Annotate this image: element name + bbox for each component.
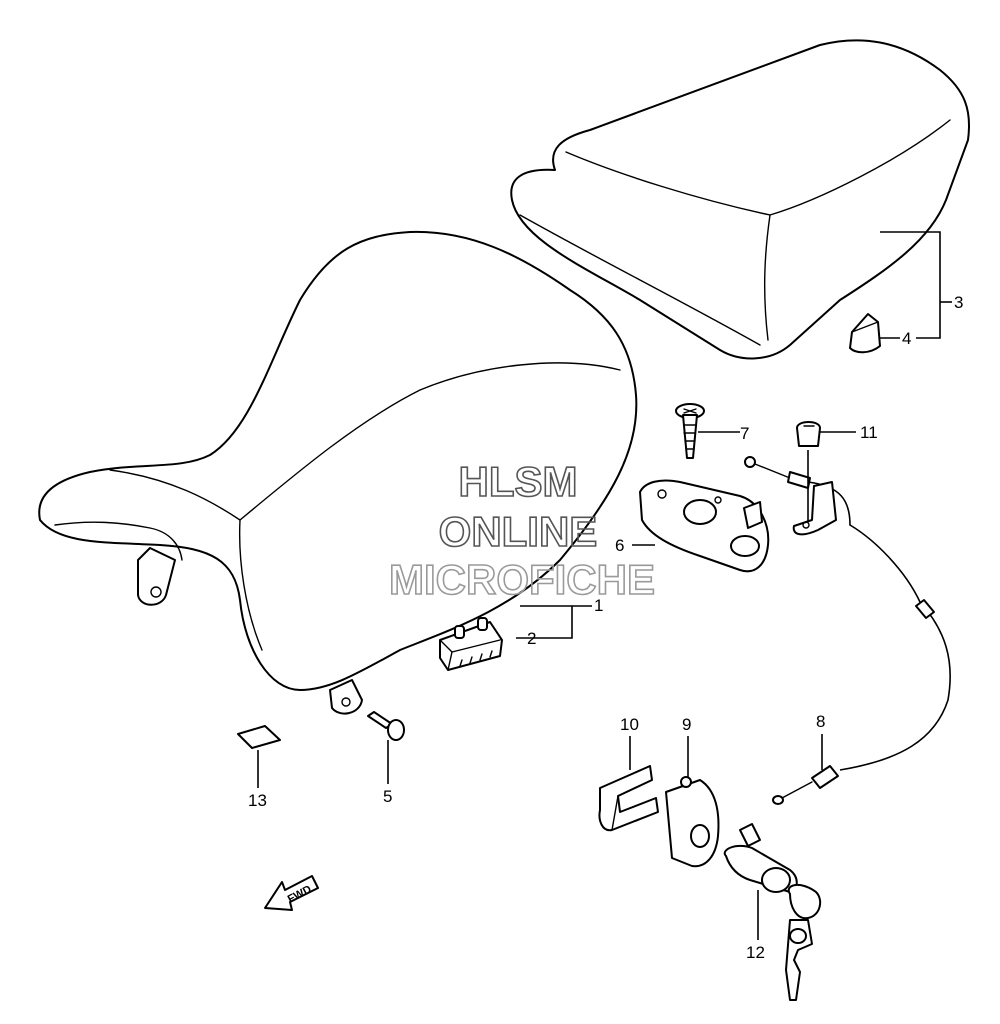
watermark: HLSM ONLINE MICROFICHE	[388, 457, 656, 604]
key-lock-part-12	[723, 823, 822, 1001]
fwd-arrow: FWD	[264, 875, 319, 911]
callout-9: 9	[682, 715, 691, 734]
callout-8: 8	[816, 712, 825, 731]
cable-part-8	[744, 456, 951, 805]
callout-5: 5	[383, 787, 392, 806]
callout-3: 3	[954, 293, 963, 312]
screw-part-7	[675, 403, 705, 459]
callout-4: 4	[902, 329, 911, 348]
callout-1: 1	[594, 596, 603, 615]
callout-12: 12	[746, 943, 765, 962]
bolt-part-11	[796, 421, 821, 447]
rear-seat	[510, 39, 971, 360]
watermark-line-2: ONLINE	[439, 508, 598, 555]
callout-7: 7	[740, 424, 749, 443]
bolt-part-5	[367, 711, 405, 741]
clip-part-10	[598, 765, 659, 832]
front-seat	[38, 230, 638, 715]
watermark-line-1: HLSM	[459, 458, 578, 505]
label-part-13	[237, 725, 281, 749]
watermark-line-3: MICROFICHE	[389, 556, 655, 603]
callout-11: 11	[860, 423, 878, 442]
cushion-part-4	[849, 313, 881, 354]
leader-lines	[257, 231, 952, 940]
callout-10: 10	[620, 715, 639, 734]
lock-plate-part-6	[639, 479, 770, 573]
callout-6: 6	[615, 536, 624, 555]
callout-2: 2	[527, 629, 536, 648]
callout-13: 13	[248, 791, 267, 810]
callouts: 1 2 3 4 5 6 7 8 9 10 11 12 13	[248, 293, 963, 962]
bracket-part-9	[665, 776, 720, 868]
damper-part-2	[439, 617, 503, 671]
